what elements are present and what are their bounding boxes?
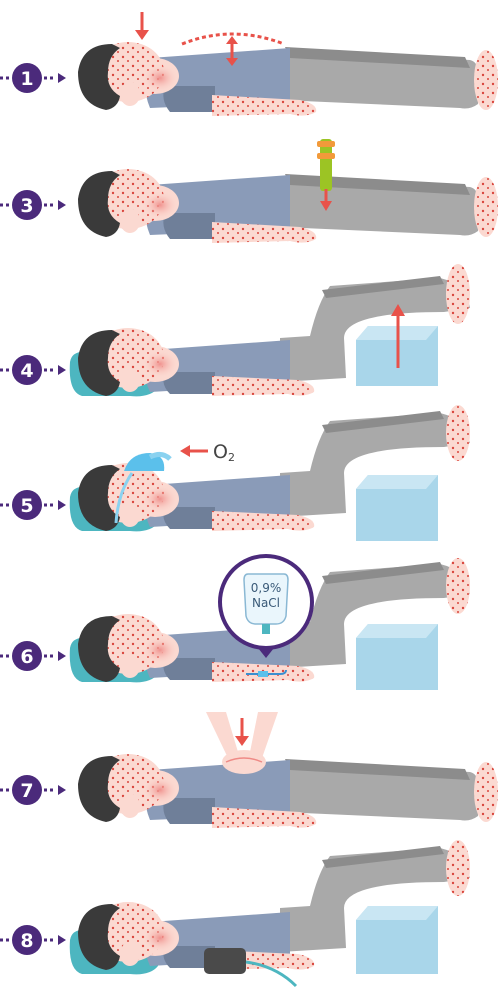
- step-number: 8: [20, 930, 33, 952]
- down-arrow-icon: [135, 12, 149, 40]
- step-number: 5: [20, 495, 33, 517]
- step-number: 6: [20, 646, 33, 668]
- patient-figure: [78, 42, 498, 116]
- oxygen-arrow-icon: O2: [180, 441, 235, 464]
- step-number-marker: 8: [0, 925, 66, 955]
- patient-figure: [78, 169, 498, 243]
- step-5: 5: [0, 405, 470, 541]
- foam-block-icon: [356, 624, 438, 690]
- step-1: 1: [0, 12, 498, 116]
- step-number: 4: [20, 360, 33, 382]
- step-number-marker: 4: [0, 355, 66, 385]
- foam-block-icon: [356, 906, 438, 974]
- step-number: 3: [20, 195, 33, 217]
- down-arrow-icon: [235, 718, 249, 746]
- step-number: 7: [20, 780, 33, 802]
- step-4: 4: [0, 264, 470, 396]
- step-7: 7: [0, 712, 498, 828]
- step-3: 3: [0, 139, 498, 243]
- step-number-marker: 3: [0, 190, 66, 220]
- step-number-marker: 5: [0, 490, 66, 520]
- bag-concentration-label: 0,9%: [251, 581, 282, 595]
- step-number-marker: 7: [0, 775, 66, 805]
- step-number-marker: 6: [0, 641, 66, 671]
- foam-block-icon: [356, 475, 438, 541]
- oxygen-label: O2: [213, 441, 235, 464]
- bag-solution-label: NaCl: [252, 596, 280, 610]
- step-8: 8: [0, 840, 470, 986]
- step-6: 6: [0, 556, 470, 690]
- step-number: 1: [20, 68, 33, 90]
- step-number-marker: 1: [0, 63, 66, 93]
- patient-figure: [78, 754, 498, 828]
